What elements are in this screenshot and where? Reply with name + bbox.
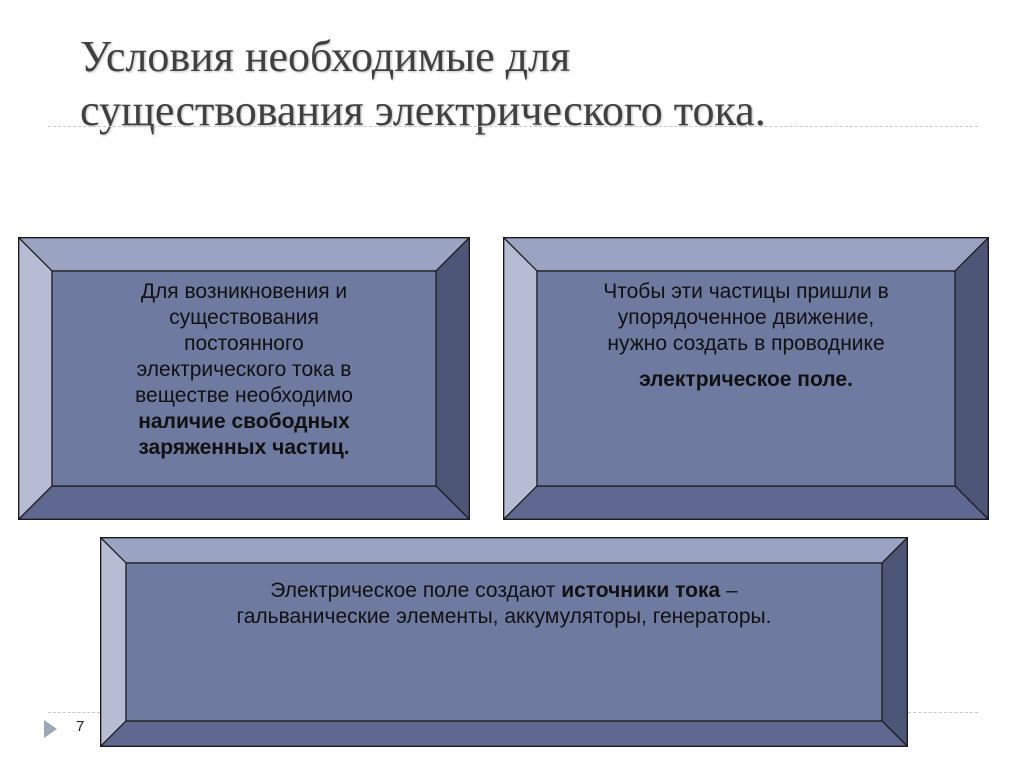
bevel-face: [51, 270, 437, 487]
title-line-1: Условия необходимые для: [80, 32, 571, 81]
bevel-frame: [100, 537, 908, 747]
title-divider: [48, 126, 978, 127]
bevel-outline: [100, 537, 908, 747]
text-prefix: Электрическое поле создают: [270, 579, 562, 602]
bevel-left: [503, 237, 538, 520]
bevel-right: [954, 237, 989, 520]
bevel-outline: [503, 237, 989, 520]
text-line: постоянного: [184, 332, 304, 355]
emphasis-text: источники тока: [561, 579, 721, 602]
text-line: Электрическое поле создают источники ток…: [140, 578, 868, 604]
text-line: веществе необходимо: [135, 384, 353, 407]
box-text: Чтобы эти частицы пришли в упорядоченное…: [539, 279, 953, 393]
text-line: Для возникновения и: [140, 280, 348, 303]
box-text: Для возникновения и существования постоя…: [54, 279, 434, 461]
text-suffix: –: [720, 579, 738, 602]
condition-box-electric-field: Чтобы эти частицы пришли в упорядоченное…: [503, 237, 989, 520]
bevel-face: [125, 562, 883, 722]
bevel-bottom: [18, 485, 470, 520]
box-text: Электрическое поле создают источники ток…: [140, 578, 868, 630]
text-line: гальванические элементы, аккумуляторы, г…: [236, 605, 772, 628]
bevel-bottom: [503, 485, 989, 520]
bevel-right: [435, 237, 470, 520]
text-line: существования: [169, 306, 319, 329]
text-line: упорядоченное движение,: [617, 306, 875, 329]
text-line: Чтобы эти частицы пришли в: [603, 280, 889, 303]
emphasis-line: наличие свободных: [138, 410, 350, 433]
bevel-outline: [18, 237, 470, 520]
footer-divider-right: [908, 712, 978, 713]
emphasis-line: электрическое поле.: [639, 368, 853, 391]
slide-title: Условия необходимые для существования эл…: [80, 30, 980, 138]
current-sources-box: Электрическое поле создают источники ток…: [100, 537, 908, 747]
bevel-face: [536, 270, 956, 487]
bevel-top: [503, 237, 989, 272]
bevel-top: [100, 537, 908, 564]
bevel-right: [881, 537, 908, 747]
bevel-bottom: [100, 720, 908, 747]
bevel-left: [18, 237, 53, 520]
bevel-frame: [18, 237, 470, 520]
bevel-top: [18, 237, 470, 272]
emphasis-line: заряженных частиц.: [138, 436, 350, 459]
text-line: нужно создать в проводнике: [607, 332, 885, 355]
bevel-left: [100, 537, 127, 747]
condition-box-free-charges: Для возникновения и существования постоя…: [18, 237, 470, 520]
bevel-frame: [503, 237, 989, 520]
title-line-2: существования электрического тока.: [80, 86, 766, 135]
page-number: 7: [76, 718, 85, 735]
footer-divider-left: [48, 712, 100, 713]
bullet-arrow-icon: [44, 720, 57, 738]
text-line: электрического тока в: [136, 358, 352, 381]
